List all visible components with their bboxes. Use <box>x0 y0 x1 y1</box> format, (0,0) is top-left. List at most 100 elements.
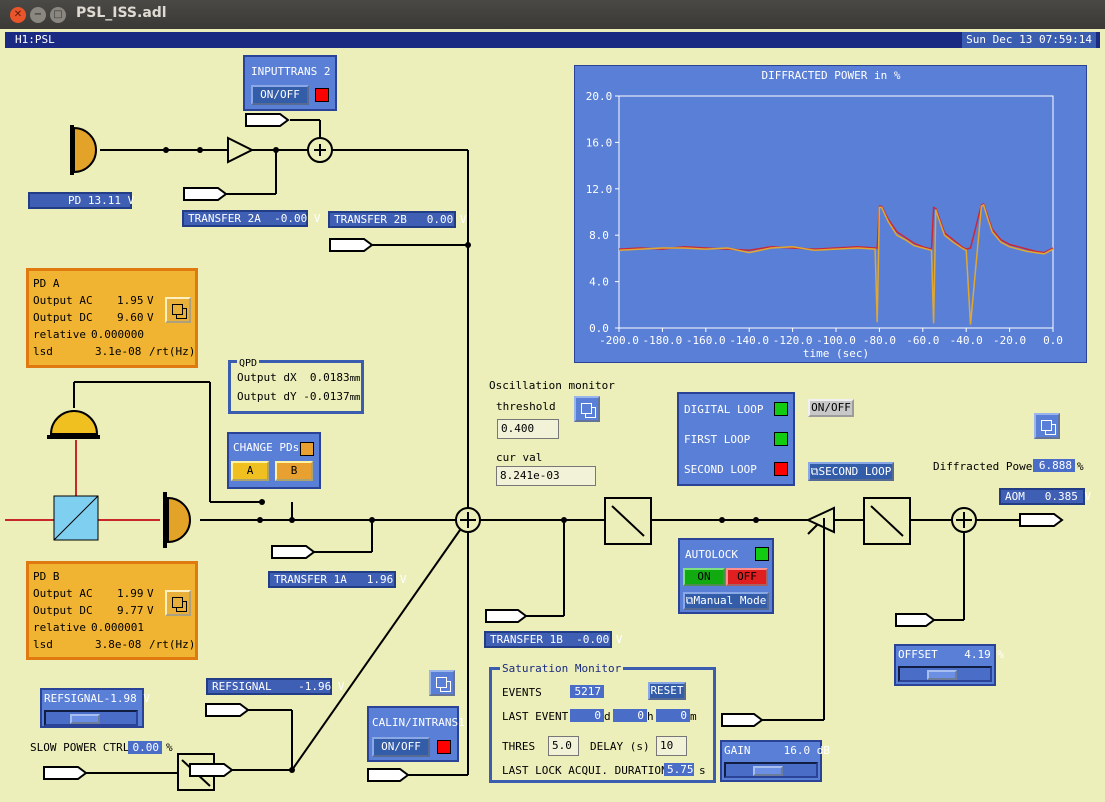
first-loop-indicator <box>774 432 788 446</box>
y-tick-label: 0.0 <box>589 322 609 335</box>
series-line-1 <box>618 203 1054 325</box>
y-tick-label: 4.0 <box>589 276 609 289</box>
offset-panel: OFFSET 4.19 % <box>894 644 1004 686</box>
diffracted-power-value: 6.888 <box>1033 459 1075 472</box>
manual-mode-button[interactable]: ⧉Manual Mode <box>683 592 769 610</box>
pd-a-relative-value: 0.000000 <box>91 328 144 341</box>
x-tick-label: -200.0 <box>599 334 639 347</box>
qpd-panel: QPD Output dX 0.0183mm Output dY -0.0137… <box>228 355 364 414</box>
transfer-1a-label: TRANSFER 1A <box>274 573 347 586</box>
digital-loop-label: DIGITAL LOOP <box>684 403 764 416</box>
oscillation-threshold-input[interactable]: 0.400 <box>497 419 559 439</box>
window-titlebar[interactable]: ✕ − □ PSL_ISS.adl <box>0 0 1105 29</box>
transfer-2a-value: -0.00 <box>274 212 308 225</box>
close-icon[interactable]: ✕ <box>10 7 26 23</box>
minimize-icon[interactable]: − <box>30 7 46 23</box>
x-tick-label: -120.0 <box>773 334 813 347</box>
last-event-days: 0 <box>570 709 604 722</box>
change-pd-a-button[interactable]: A <box>231 461 269 481</box>
offset-slider[interactable] <box>898 666 992 682</box>
qpd-title: QPD <box>237 355 260 372</box>
gain-slider[interactable] <box>724 762 818 778</box>
pd-main-unit: V <box>127 194 135 207</box>
pd-b-dc-unit: V <box>147 604 154 617</box>
x-tick-label: -40.0 <box>950 334 983 347</box>
slow-power-label: SLOW POWER CTRL <box>30 741 130 754</box>
pd-a-dc-value: 9.60 <box>117 311 144 324</box>
manual-mode-label: Manual Mode <box>693 594 767 607</box>
duration-value: 5.75 <box>664 763 694 776</box>
oscillation-related-display-icon[interactable] <box>574 396 600 422</box>
pd-b-related-display-icon[interactable] <box>165 590 191 616</box>
calin-indicator <box>437 740 451 754</box>
second-loop-label: SECOND LOOP <box>684 463 757 476</box>
autolock-off-button[interactable]: OFF <box>726 568 768 586</box>
autolock-on-button[interactable]: ON <box>683 568 725 586</box>
pd-b-dc-label: Output DC <box>33 604 93 617</box>
maximize-icon[interactable]: □ <box>50 7 66 23</box>
x-tick-label: -60.0 <box>906 334 939 347</box>
x-tick-label: -160.0 <box>686 334 726 347</box>
series-line-0 <box>618 202 1054 254</box>
offset-slider-thumb[interactable] <box>927 670 957 680</box>
transfer-2a-readout: TRANSFER 2A -0.00 V <box>182 210 320 227</box>
gain-slider-thumb[interactable] <box>753 766 783 776</box>
refsignal-slider-name: REFSIGNAL <box>44 692 104 705</box>
calin-onoff-button[interactable]: ON/OFF <box>372 737 430 757</box>
x-tick-label: -80.0 <box>863 334 896 347</box>
window-title: PSL_ISS.adl <box>76 5 167 21</box>
aom-unit: V <box>1084 490 1092 503</box>
second-loop-button[interactable]: ⧉SECOND LOOP <box>808 462 894 481</box>
oscillation-title: Oscillation monitor <box>489 379 615 392</box>
inputtrans2-onoff-button[interactable]: ON/OFF <box>251 85 309 105</box>
loops-onoff-button[interactable]: ON/OFF <box>808 399 854 417</box>
pd-a-lsd-unit: /rt(Hz) <box>149 345 196 358</box>
refsignal-slider-thumb[interactable] <box>70 714 100 724</box>
y-tick-label: 12.0 <box>586 183 613 196</box>
loops-panel: DIGITAL LOOP FIRST LOOP SECOND LOOP <box>677 392 795 486</box>
first-loop-label: FIRST LOOP <box>684 433 751 446</box>
header-bar: H1:PSL Sun Dec 13 07:59:14 <box>5 32 1100 48</box>
last-event-hours: 0 <box>613 709 647 722</box>
events-label: EVENTS <box>502 686 542 699</box>
last-event-minutes-unit: m <box>690 710 697 723</box>
autolock-panel: AUTOLOCK ON OFF ⧉Manual Mode <box>678 538 774 614</box>
slow-power-unit: % <box>166 741 173 754</box>
calin-related-display-icon[interactable] <box>429 670 455 696</box>
diffracted-power-label: Diffracted Power <box>933 460 1039 473</box>
pd-b-ac-label: Output AC <box>33 587 93 600</box>
refsignal-readout: REFSIGNAL -1.96 V <box>206 678 344 695</box>
pd-a-dc-unit: V <box>147 311 154 324</box>
aom-value: 0.385 <box>1044 490 1078 503</box>
transfer-1a-value: 1.96 <box>366 573 394 586</box>
last-event-label: LAST EVENT <box>502 710 569 723</box>
duration-unit: s <box>699 764 706 777</box>
pd-b-relative-label: relative <box>33 621 86 634</box>
refsignal-slider[interactable] <box>44 710 138 726</box>
qpd-dy-value: -0.0137 <box>303 390 350 403</box>
transfer-1a-unit: V <box>399 573 407 586</box>
saturation-reset-button[interactable]: RESET <box>648 682 686 700</box>
x-tick-label: -140.0 <box>729 334 769 347</box>
offset-label: OFFSET <box>898 648 938 661</box>
change-pds-indicator <box>300 442 314 456</box>
events-value: 5217 <box>570 685 604 698</box>
duration-label: LAST LOCK ACQUI. DURATION <box>502 764 668 777</box>
oscillation-cur-label: cur val <box>496 451 543 464</box>
refsignal-slider-unit: V <box>143 692 150 705</box>
thres-input[interactable]: 5.0 <box>548 736 579 756</box>
pd-b-lsd-unit: /rt(Hz) <box>149 638 196 651</box>
y-tick-label: 20.0 <box>586 90 613 103</box>
slow-power-value[interactable]: 0.00 <box>128 741 162 754</box>
refsignal-readout-unit: V <box>337 680 345 693</box>
pd-a-lsd-label: lsd <box>33 345 53 358</box>
change-pd-b-button[interactable]: B <box>275 461 313 481</box>
change-pds-label: CHANGE PDs <box>233 441 300 454</box>
pd-a-related-display-icon[interactable] <box>165 297 191 323</box>
transfer-2a-unit: V <box>313 212 321 225</box>
header-channel: H1:PSL <box>15 33 55 46</box>
delay-input[interactable]: 10 <box>656 736 687 756</box>
qpd-dx-label: Output dX <box>237 371 297 384</box>
qpd-dx-value: 0.0183 <box>309 371 350 384</box>
diffracted-related-display-icon[interactable] <box>1034 413 1060 439</box>
